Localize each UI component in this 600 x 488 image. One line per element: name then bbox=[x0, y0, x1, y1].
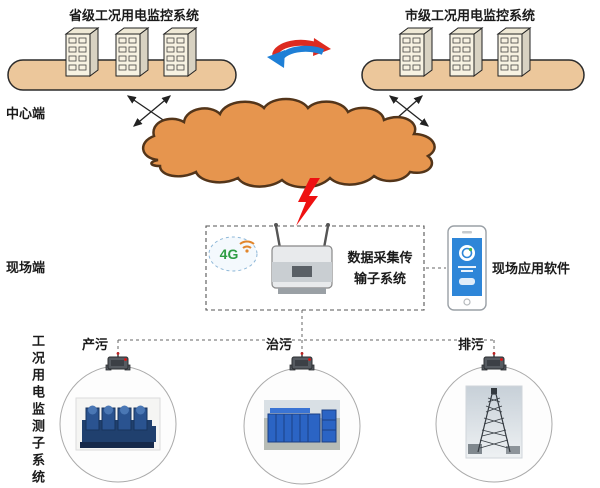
sensor-icon-treat bbox=[289, 352, 315, 371]
transmission-subsystem-label-line1: 数据采集传 bbox=[347, 250, 413, 265]
printing-press-image bbox=[75, 397, 161, 451]
gateway-router-icon bbox=[271, 223, 333, 294]
transmission-subsystem-label: 数据采集传 输子系统 bbox=[334, 247, 426, 289]
sensor-icon-discharge bbox=[481, 352, 507, 371]
lightning-icon bbox=[296, 178, 320, 226]
municipal-servers-icon bbox=[399, 27, 531, 77]
smartphone-icon bbox=[447, 225, 487, 311]
sync-icon bbox=[267, 38, 331, 68]
field-app-label: 现场应用软件 bbox=[492, 261, 571, 276]
monitoring-subsystem-label: 工况用电监测子系统 bbox=[30, 334, 45, 487]
dashed-connectors bbox=[117, 267, 495, 353]
site-label-discharge: 排污 bbox=[457, 337, 484, 352]
subsystem-dashed-box bbox=[205, 225, 425, 311]
4g-badge-label: 4G bbox=[219, 246, 239, 262]
provincial-servers-icon bbox=[65, 27, 197, 77]
site-label-treat: 治污 bbox=[265, 337, 292, 352]
site-label-source: 产污 bbox=[81, 337, 108, 352]
provincial-system-label: 省级工况用电监控系统 bbox=[68, 8, 199, 23]
chimney-tower-image bbox=[465, 385, 523, 459]
transmission-subsystem-label-line2: 输子系统 bbox=[353, 271, 406, 286]
sensor-icon-source bbox=[105, 352, 131, 371]
center-side-label: 中心端 bbox=[6, 106, 46, 121]
4g-icon bbox=[208, 236, 258, 272]
network-cloud-icon bbox=[142, 97, 436, 189]
field-side-label: 现场端 bbox=[6, 260, 46, 275]
municipal-system-label: 市级工况用电监控系统 bbox=[404, 8, 535, 23]
treatment-equipment-image bbox=[264, 400, 340, 450]
